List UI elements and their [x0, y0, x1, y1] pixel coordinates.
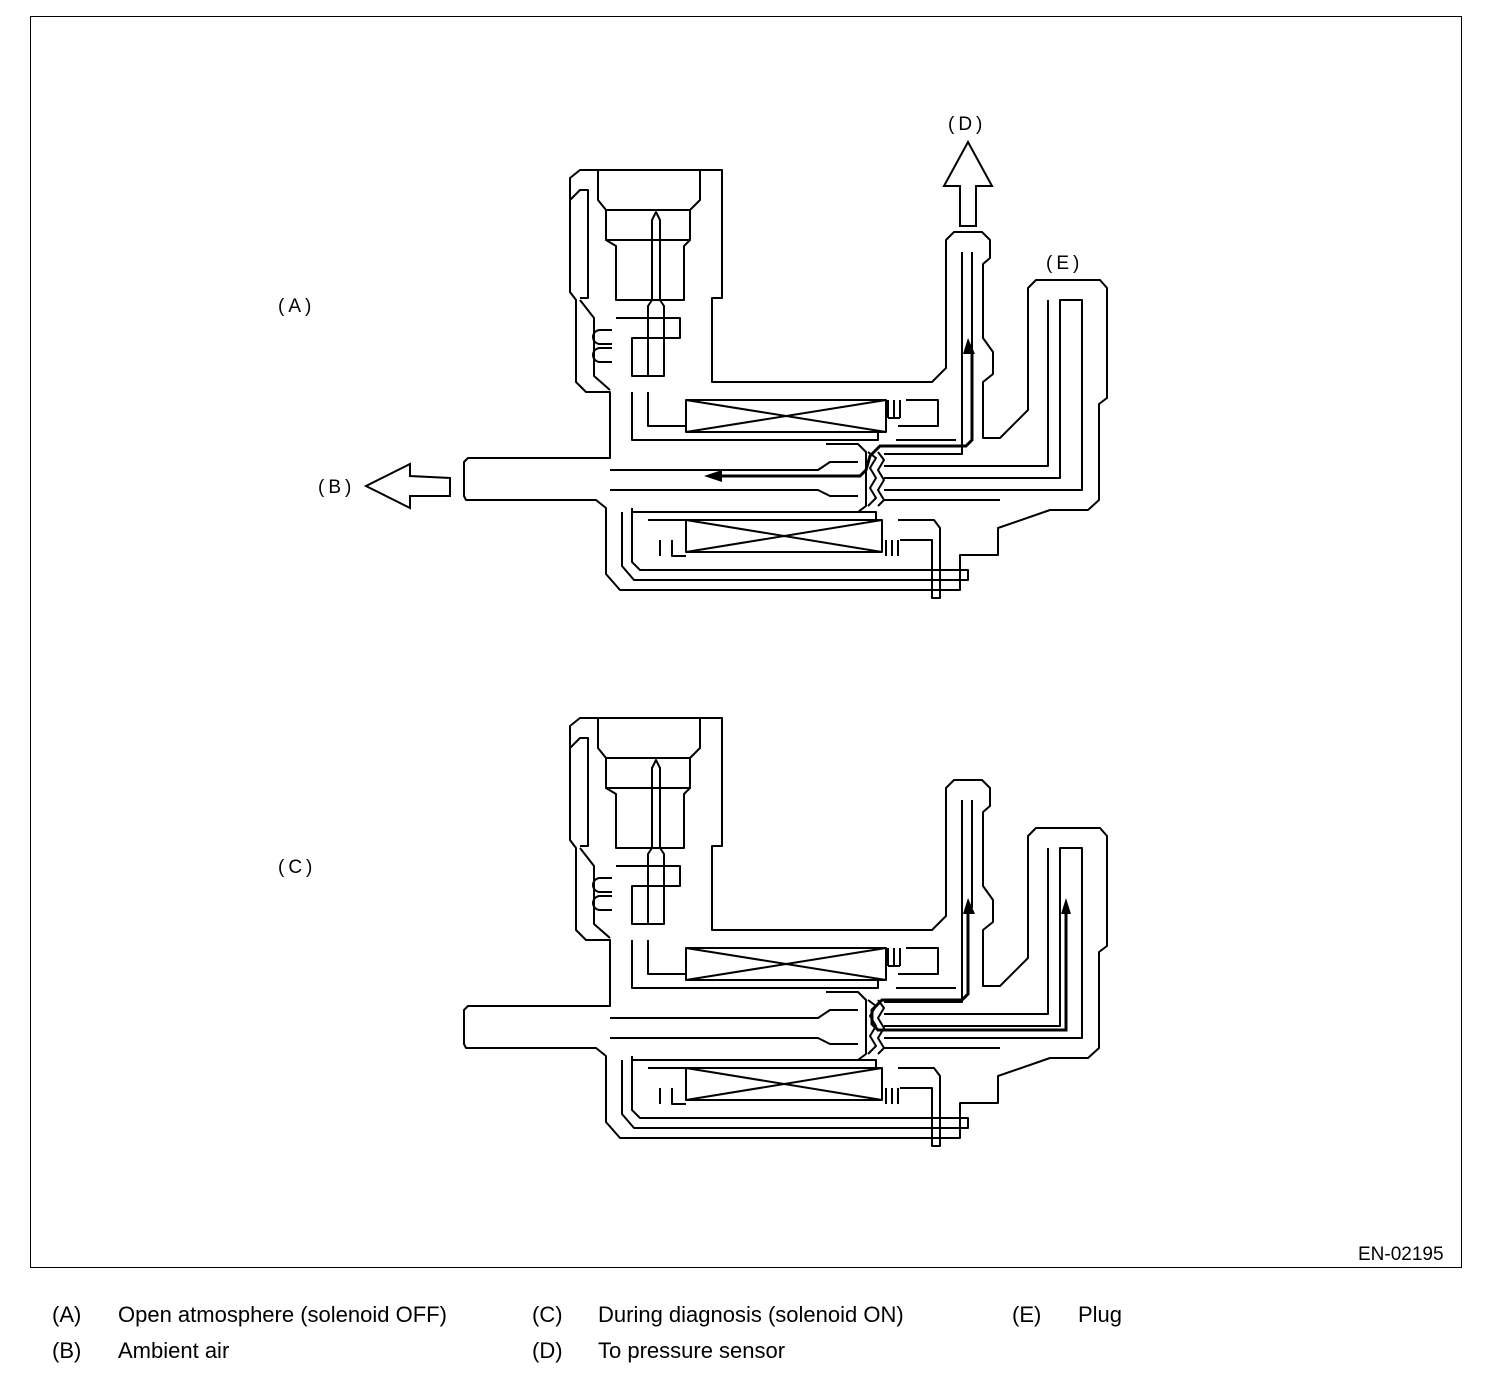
- valve-diagram-a: [363, 139, 1108, 599]
- figure-frame: [30, 16, 1462, 1268]
- legend-text: Ambient air: [118, 1338, 230, 1363]
- ambient-arrow-b: [363, 462, 451, 510]
- callout-d: (D): [948, 114, 986, 135]
- legend-key: (D): [532, 1338, 563, 1363]
- legend-text: Open atmosphere (solenoid OFF): [118, 1302, 447, 1327]
- flow-arrow-left: [704, 470, 722, 482]
- callout-a: (A): [278, 296, 315, 317]
- callout-b: (B): [318, 477, 355, 498]
- outlet-arrow-d: [942, 139, 994, 227]
- flow-path-c: [870, 908, 1068, 1032]
- legend-key: (E): [1012, 1302, 1042, 1327]
- legend-text: During diagnosis (solenoid ON): [598, 1302, 904, 1327]
- figure-code: EN-02195: [1358, 1244, 1444, 1265]
- flow-arrow-sensor: [963, 898, 975, 914]
- valve-diagram-c: [463, 717, 1108, 1147]
- legend-text: To pressure sensor: [598, 1338, 786, 1363]
- legend-key: (B): [52, 1338, 82, 1363]
- flow-path-a: [712, 350, 974, 478]
- callout-c: (C): [278, 857, 316, 878]
- legend-key: (C): [532, 1302, 563, 1327]
- callout-e: (E): [1046, 253, 1083, 274]
- flow-arrow-plug: [1061, 898, 1071, 914]
- legend-key: (A): [52, 1302, 82, 1327]
- legend-text: Plug: [1078, 1302, 1123, 1327]
- flow-arrow-up: [963, 338, 975, 354]
